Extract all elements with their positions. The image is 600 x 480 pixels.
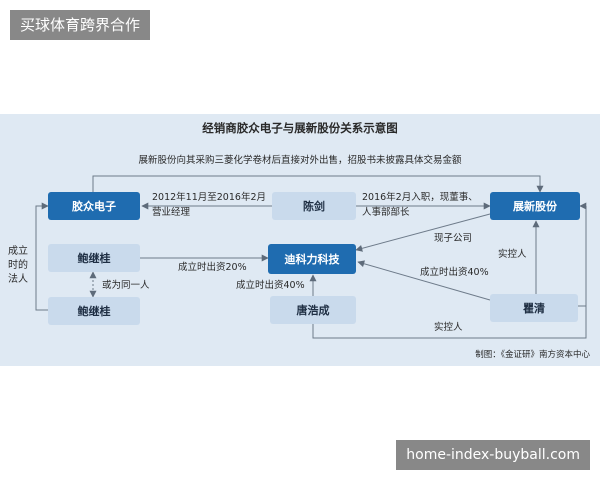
node-quqing-label: 瞿清 [523,301,545,315]
label-same-person: 或为同一人 [102,279,150,291]
node-baojigui-1: 鲍继桂 [48,244,140,272]
node-zhanxin-label: 展新股份 [512,199,558,213]
watermark-bottom: home-index-buyball.com [396,440,590,470]
label-invest-20: 成立时出资20% [178,261,247,273]
diagram-credit: 制图：《金证研》南方资本中心 [475,349,590,360]
relationship-diagram: 经销商胶众电子与展新股份关系示意图 展新股份向其采购三菱化学卷材后直接对外出售，… [8,121,590,360]
edge-legal-rep [35,202,54,311]
node-dikeli-label: 迪科力科技 [285,252,341,266]
node-baojigui-1-label: 鲍继桂 [78,251,111,265]
label-legal-rep-1: 成立 [8,244,28,257]
diagram-title: 经销商胶众电子与展新股份关系示意图 [202,121,398,135]
edge-zhanxin-to-dikeli [355,213,491,252]
label-invest-40-qu: 成立时出资40% [420,266,489,278]
node-chenjian-label: 陈剑 [303,199,325,213]
node-baojigui-2-label: 鲍继桂 [78,304,111,318]
node-tanghaocheng: 唐浩成 [270,296,356,324]
node-jiaozhong-label: 胶众电子 [72,199,116,213]
edge-qu-controls-tang [312,305,587,339]
node-tanghaocheng-label: 唐浩成 [297,303,330,317]
top-note: 展新股份向其采购三菱化学卷材后直接对外出售，招股书未披露具体交易金额 [138,154,462,166]
watermark-top: 买球体育跨界合作 [10,10,151,40]
label-chen-jz-1: 2012年11月至2016年2月 [152,191,266,203]
node-baojigui-2: 鲍继桂 [48,297,140,325]
label-invest-40-tang: 成立时出资40% [236,279,305,291]
edge-qu-to-dikeli [357,260,491,301]
diagram-panel: 经销商胶众电子与展新股份关系示意图 展新股份向其采购三菱化学卷材后直接对外出售，… [0,114,600,366]
label-chen-zx-2: 人事部部长 [362,206,410,218]
label-legal-rep-3: 法人 [8,272,28,285]
node-chenjian: 陈剑 [272,192,356,220]
node-dikeli: 迪科力科技 [268,244,356,274]
label-current-sub: 现子公司 [434,233,472,244]
label-chen-zx-1: 2016年2月入职，现董事、 [362,191,478,203]
label-controller-2: 实控人 [434,321,463,333]
label-controller-1: 实控人 [498,248,527,260]
node-jiaozhong: 胶众电子 [48,192,140,220]
label-legal-rep-2: 时的 [8,258,28,271]
node-zhanxin: 展新股份 [490,192,580,220]
label-chen-jz-2: 营业经理 [152,206,191,218]
node-quqing: 瞿清 [490,294,578,322]
edge-jiaozhong-to-zhanxin [92,175,544,193]
